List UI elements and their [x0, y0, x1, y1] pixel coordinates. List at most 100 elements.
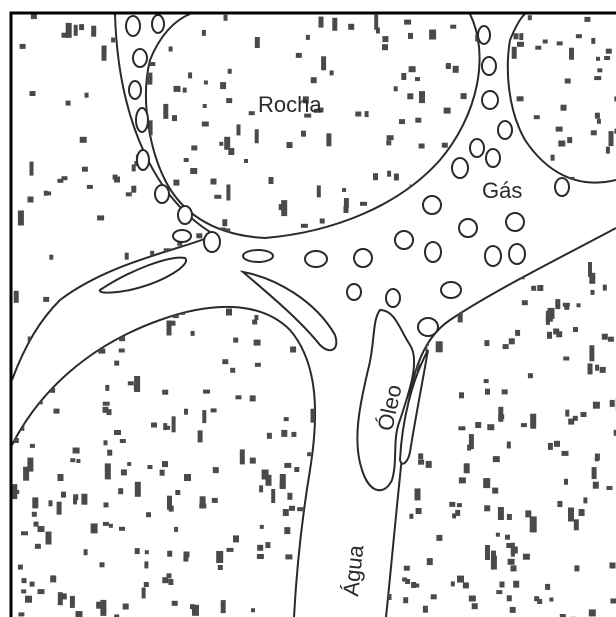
grain-speckle [266, 475, 272, 486]
grain-speckle [102, 46, 107, 53]
grain-speckle [114, 361, 119, 366]
grain-speckle [300, 603, 305, 615]
gas-bubble [173, 230, 191, 242]
gas-bubble [555, 178, 569, 196]
grain-speckle [506, 543, 511, 548]
grain-speckle [30, 582, 35, 587]
grain-speckle [165, 426, 170, 430]
grain-speckle [30, 162, 34, 176]
grain-speckle [267, 433, 272, 439]
grain-speckle [67, 301, 74, 307]
grain-speckle [483, 478, 490, 488]
grain-speckle [124, 344, 130, 357]
grain-speckle [563, 357, 569, 361]
grain-speckle [34, 522, 39, 527]
grain-speckle [595, 113, 600, 119]
grain-speckle [211, 179, 217, 185]
grain-speckle [446, 64, 451, 68]
gas-bubble [441, 282, 461, 298]
grain-speckle [401, 73, 406, 80]
grain-speckle [289, 506, 295, 511]
gas-bubble [178, 206, 192, 224]
grain-speckle [382, 36, 388, 42]
grain-speckle [507, 514, 512, 520]
gas-bubble [452, 158, 468, 178]
grain-speckle [173, 64, 178, 69]
grain-speckle [413, 236, 418, 243]
grain-speckle [569, 48, 574, 60]
grain-speckle [602, 334, 608, 340]
grain-speckle [447, 243, 452, 249]
grain-speckle [142, 588, 146, 599]
grain-speckle [209, 58, 213, 74]
oil-droplets [100, 258, 428, 491]
grain-speckle [451, 581, 455, 586]
grain-speckle [226, 185, 230, 201]
grain-speckle [401, 320, 406, 326]
grain-speckle [487, 424, 494, 430]
grain-speckle [457, 503, 462, 507]
gas-bubble [155, 185, 169, 203]
grain-speckle [534, 238, 539, 244]
grain-speckle [568, 419, 574, 425]
gas-bubble [478, 26, 490, 44]
grain-speckle [517, 42, 524, 47]
grain-speckle [562, 451, 569, 456]
grain-speckle [549, 598, 553, 602]
grain-speckle [522, 300, 528, 305]
grain-speckle [199, 290, 203, 302]
grain-speckle [49, 255, 53, 260]
grain-speckle [251, 608, 255, 612]
grain-speckle [419, 144, 425, 149]
grain-speckle [321, 56, 326, 70]
grain-speckle [491, 551, 496, 557]
grain-speckle [97, 215, 104, 220]
grain-speckle [304, 551, 309, 556]
grain-speckle [57, 179, 63, 183]
gas-bubble [129, 81, 141, 99]
grain-speckle [453, 254, 460, 259]
grain-speckle [363, 233, 368, 240]
grain-speckle [534, 115, 540, 119]
grain-speckles [14, 14, 217, 382]
grain-speckle [281, 200, 287, 216]
grain-speckle [342, 188, 346, 192]
grain-speckle [20, 44, 26, 49]
grain-speckle [167, 551, 172, 557]
grain-speckle [81, 494, 87, 505]
grain-speckle [22, 578, 27, 583]
grain-speckle [491, 556, 497, 570]
grain-speckle [135, 548, 140, 554]
grain-speckle [57, 502, 62, 515]
grain-speckle [82, 167, 88, 172]
grain-speckle [260, 525, 264, 529]
grain-speckle [470, 180, 475, 185]
grain-speckle [534, 169, 539, 182]
grain-speckle [118, 488, 123, 494]
grain-speckle [111, 38, 115, 43]
grain-speckle [498, 414, 504, 419]
grain-speckle [594, 76, 601, 80]
gas-bubble [485, 246, 501, 266]
grain-speckle [30, 444, 35, 448]
rock-grain-top-right [508, 14, 616, 183]
grain-speckle [484, 505, 490, 511]
grain-speckle [589, 345, 594, 361]
grain-speckle [222, 219, 227, 226]
grain-speckle [76, 459, 80, 463]
grain-speckle [172, 416, 176, 432]
grain-speckle [558, 141, 565, 147]
grain-speckle [131, 186, 136, 193]
grain-speckle [444, 231, 448, 246]
grain-speckle [257, 545, 263, 551]
grain-speckle [485, 545, 490, 560]
grain-speckle [561, 105, 567, 111]
grain-speckle [172, 601, 178, 606]
grain-speckle [436, 341, 443, 352]
grain-speckle [419, 91, 425, 103]
grain-speckle [332, 18, 337, 31]
grain-speckle [534, 596, 539, 601]
grain-speckle [373, 173, 378, 180]
rock-grain-top-left [12, 14, 215, 380]
grain-speckle [119, 349, 125, 353]
